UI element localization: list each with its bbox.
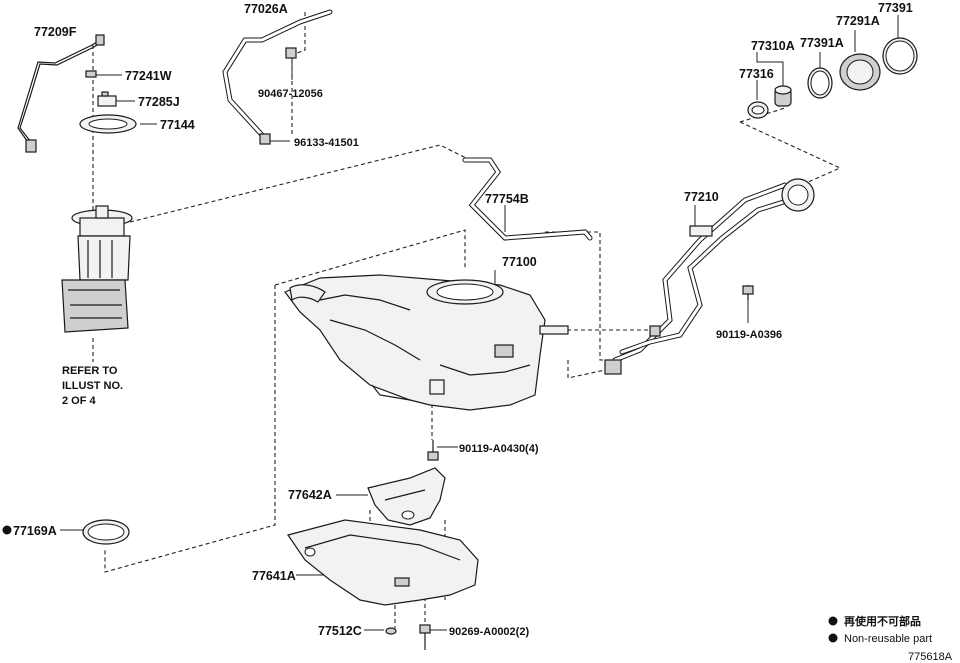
clip-96133-41501 <box>259 133 271 145</box>
legend-dot-english <box>828 633 838 643</box>
figure-id: 775618A <box>908 651 953 663</box>
label-77209f: 77209F <box>34 25 77 39</box>
protector-77642a <box>367 467 446 526</box>
gasket-77316 <box>747 101 769 119</box>
refer-note: REFER TO ILLUST NO. 2 OF 4 <box>62 365 123 407</box>
label-77285j: 77285J <box>138 95 180 109</box>
legend-dot-japanese <box>828 616 838 626</box>
label-77210: 77210 <box>684 190 719 204</box>
vent-tube-77754b <box>462 157 593 241</box>
refer-line-2: ILLUST NO. <box>62 380 123 392</box>
fuel-cap-77310a <box>774 85 792 107</box>
label-77169a: 77169A <box>13 524 57 538</box>
clip-77512c <box>385 627 397 635</box>
legend-japanese: 再使用不可部品 <box>844 614 921 628</box>
non-reusable-dot-77169a <box>2 525 12 535</box>
refer-line-3: 2 OF 4 <box>62 395 97 407</box>
breather-tube-77026a <box>222 9 333 138</box>
filler-pipe-77210 <box>604 178 815 375</box>
label-77316: 77316 <box>739 67 774 81</box>
ring-77391 <box>882 37 918 75</box>
label-90467-12056: 90467-12056 <box>258 88 323 100</box>
legend: 再使用不可部品 Non-reusable part 775618A <box>828 614 953 663</box>
wire-harness-77209f <box>17 34 105 153</box>
label-90119-a0430: 90119-A0430(4) <box>459 443 539 455</box>
clip-90467-12056 <box>285 47 297 59</box>
label-77754b: 77754B <box>485 192 529 206</box>
label-96133-41501: 96133-41501 <box>294 137 359 149</box>
part-labels: 77209F 77241W 77285J 77144 77026A 90467-… <box>2 1 913 638</box>
label-77512c: 77512C <box>318 624 362 638</box>
label-77310a: 77310A <box>751 39 795 53</box>
label-77100: 77100 <box>502 255 537 269</box>
gasket-77169a <box>82 519 130 545</box>
label-77391: 77391 <box>878 1 913 15</box>
bolt-90119-a0430 <box>427 440 439 461</box>
label-90119-a0396: 90119-A0396 <box>716 329 782 341</box>
label-77291a: 77291A <box>836 14 880 28</box>
ring-77391a <box>807 67 833 99</box>
bolt-90119-a0396 <box>742 285 754 300</box>
fuel-pump-module <box>61 205 133 333</box>
clip-77241w <box>85 70 97 78</box>
retainer-ring-77144 <box>79 114 137 134</box>
housing-77291a <box>839 53 881 91</box>
label-77642a: 77642A <box>288 488 332 502</box>
bolt-90269-a0002 <box>419 624 431 650</box>
leader-lines <box>60 15 899 631</box>
label-77641a: 77641A <box>252 569 296 583</box>
label-77391a: 77391A <box>800 36 844 50</box>
label-90269-a0002: 90269-A0002(2) <box>449 626 529 638</box>
legend-english: Non-reusable part <box>844 633 932 645</box>
label-77241w: 77241W <box>125 69 172 83</box>
refer-line-1: REFER TO <box>62 365 118 377</box>
protector-plate-77641a <box>287 519 479 606</box>
connector-77285j <box>97 91 117 107</box>
label-77144: 77144 <box>160 118 195 132</box>
fuel-tank-77100 <box>284 274 569 411</box>
label-77026a: 77026A <box>244 2 288 16</box>
